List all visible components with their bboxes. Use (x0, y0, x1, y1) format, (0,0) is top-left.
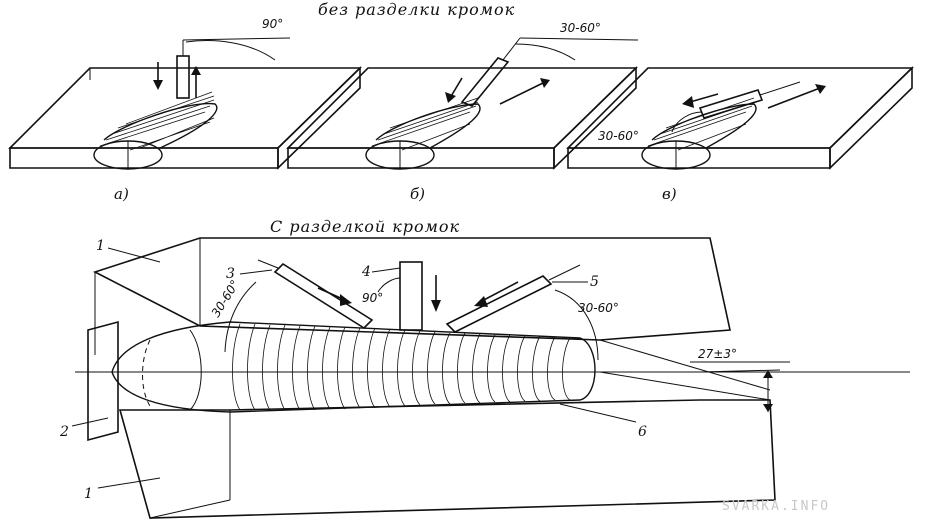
panel-b-electrode (445, 37, 639, 107)
heading-with-edge-preparation: С разделкой кромок (270, 217, 460, 236)
panel-b-plate (286, 66, 638, 170)
watermark: SVARKA.INFO (722, 499, 830, 514)
panel-c-label: в) (662, 185, 677, 203)
callout-5: 5 (590, 274, 599, 290)
callout-1-bottom: 1 (84, 486, 93, 502)
groove-plates (87, 237, 781, 519)
callout-6: 6 (638, 424, 647, 440)
groove-angle-label: 27±3° (698, 347, 737, 361)
panel-c-angle-label: 30-60° (598, 129, 639, 143)
center-electrode (377, 261, 441, 331)
panel-b-label: б) (410, 185, 425, 203)
panel-c-weld-bead (641, 97, 757, 170)
left-electrode-angle-label: 30-60° (209, 278, 243, 320)
callout-3: 3 (226, 266, 235, 282)
right-electrode (445, 264, 599, 361)
panel-a-label: а) (114, 185, 129, 203)
right-electrode-angle-label: 30-60° (578, 301, 619, 315)
callout-4: 4 (361, 264, 371, 280)
multipass-weld-bead (75, 321, 910, 413)
panel-b-weld-bead (365, 97, 481, 170)
groove-angle-marker (690, 361, 790, 412)
panel-c-electrode (671, 81, 826, 133)
heading-without-edge-preparation: без разделки кромок (318, 0, 515, 19)
panel-a-angle-label: 90° (262, 17, 283, 31)
panel-b-angle-label: 30-60° (560, 21, 601, 35)
callout-1-top: 1 (96, 238, 105, 254)
panel-a-plate (8, 66, 362, 170)
panel-c-plate (566, 66, 914, 170)
panel-a-weld-bead (93, 91, 218, 170)
panel-a-electrode (153, 37, 291, 99)
center-electrode-angle-label: 90° (362, 291, 383, 305)
callout-2: 2 (59, 424, 69, 440)
left-electrode (224, 259, 374, 353)
